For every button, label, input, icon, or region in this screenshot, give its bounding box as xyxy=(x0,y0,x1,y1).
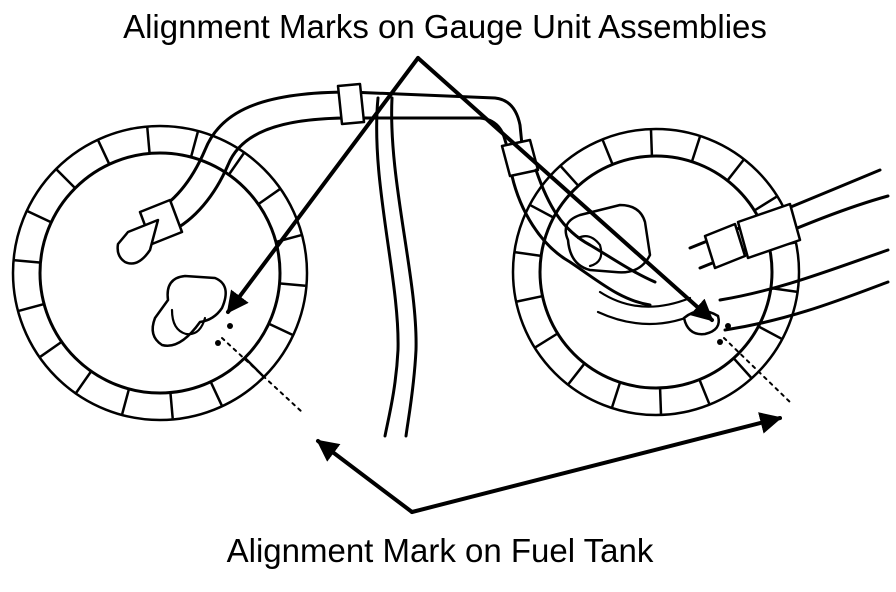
left-flange-tick xyxy=(258,188,281,205)
right-flange-tick xyxy=(516,295,542,303)
left-flange-tick xyxy=(27,210,51,224)
left-alignment-dash-line xyxy=(221,337,303,413)
right-flange-tick xyxy=(560,165,579,186)
right-tank-flange-inner xyxy=(538,154,774,390)
arrow-top-to-left-unit xyxy=(226,56,420,314)
arrow-bottom-to-right-mark xyxy=(410,412,783,514)
left-unit-alignment-dot-2 xyxy=(215,340,221,346)
right-sensor-housing xyxy=(564,203,652,274)
left-flange-tick xyxy=(14,259,40,264)
right-flange-tick xyxy=(733,358,752,379)
right-fitting-1 xyxy=(703,222,747,270)
left-nozzle-tip xyxy=(116,218,160,265)
left-flange-tick xyxy=(146,127,151,153)
right-gauge-unit xyxy=(511,127,890,417)
right-flange-tick xyxy=(601,139,614,164)
right-flange-tick xyxy=(727,159,745,181)
right-connector-collar xyxy=(500,138,540,178)
left-flange-ticks xyxy=(14,127,306,419)
left-tank-flange-inner xyxy=(38,151,282,395)
header-pipe-top xyxy=(348,90,524,147)
center-hose-right xyxy=(390,96,418,438)
left-sensor-loop xyxy=(170,308,207,336)
left-gauge-unit xyxy=(11,90,352,422)
left-sensor-housing xyxy=(151,274,227,347)
right-flange-tick xyxy=(649,130,654,156)
left-flange-tick xyxy=(269,322,293,336)
right-flange-tick xyxy=(610,382,621,408)
right-flange-tick xyxy=(567,363,585,385)
right-float-arm-1 xyxy=(598,290,692,308)
right-unit-alignment-dot-2 xyxy=(717,339,723,345)
right-sensor-loop xyxy=(576,235,603,268)
left-unit-alignment-dot xyxy=(227,323,233,329)
right-feed-pipe-outer xyxy=(510,174,652,307)
right-flange-tick xyxy=(515,250,541,257)
right-flange-tick xyxy=(691,136,702,162)
right-unit-alignment-dot xyxy=(725,323,731,329)
left-flange-tick xyxy=(39,341,62,358)
left-flange-tick xyxy=(18,303,44,313)
left-flange-tick xyxy=(190,131,200,157)
center-hose xyxy=(375,96,418,438)
left-flange-tick xyxy=(280,282,306,287)
arrow-bottom-to-left-mark xyxy=(316,439,414,514)
label-gauge-unit-marks: Alignment Marks on Gauge Unit Assemblies xyxy=(123,8,767,45)
header-pipe-clamp xyxy=(336,82,366,126)
pointers xyxy=(226,56,783,514)
center-hose-left xyxy=(375,96,400,438)
left-flange-tick xyxy=(169,393,174,419)
left-pipe-inner xyxy=(168,116,352,234)
arrow-top-to-right-unit xyxy=(416,56,714,322)
left-flange-tick xyxy=(209,382,223,406)
label-fuel-tank-mark: Alignment Mark on Fuel Tank xyxy=(227,532,654,569)
right-float xyxy=(682,309,720,336)
left-flange-tick xyxy=(55,168,76,189)
header-pipe xyxy=(336,82,657,307)
right-flange-tick xyxy=(530,204,554,219)
left-tank-flange-outer xyxy=(11,124,309,422)
left-flange-tick xyxy=(120,389,130,415)
right-feed-pipe-inner xyxy=(534,168,657,284)
right-flange-tick xyxy=(698,380,711,405)
right-flange-tick xyxy=(658,388,663,414)
right-line-4 xyxy=(723,280,890,332)
header-pipe-bottom xyxy=(348,116,510,152)
right-flange-tick xyxy=(758,325,782,340)
right-alignment-dash-line xyxy=(723,337,793,405)
left-flange-tick xyxy=(97,140,111,164)
right-fitting-2 xyxy=(736,202,802,260)
right-flange-tick xyxy=(754,195,778,212)
left-pipe-outer xyxy=(148,90,352,217)
right-line-3 xyxy=(718,248,890,302)
left-flange-tick xyxy=(228,152,245,175)
left-flange-tick xyxy=(75,371,92,394)
right-flange-tick xyxy=(534,332,558,349)
